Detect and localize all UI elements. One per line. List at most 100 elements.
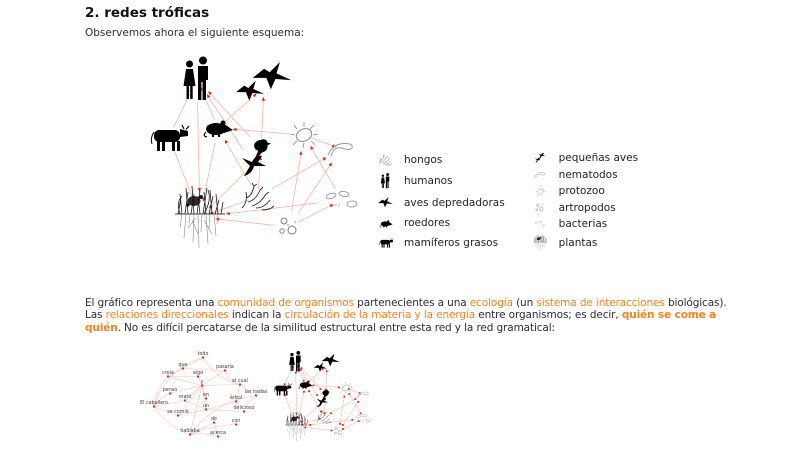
node-dot <box>343 395 346 398</box>
plantas-silhouette <box>174 185 226 249</box>
body-paragraph: El gráfico representa una comunidad de o… <box>85 297 745 335</box>
word-relation-line <box>189 424 237 435</box>
relation-line <box>197 102 200 190</box>
arrowhead <box>225 211 230 216</box>
word-label: de <box>211 416 217 422</box>
word-label: hablaba <box>180 428 199 434</box>
aves-depredadoras-silhouette <box>236 62 291 100</box>
humans-icon <box>376 173 395 189</box>
word-relation-line <box>243 395 257 412</box>
relation-line <box>291 153 302 212</box>
word-node-dot <box>205 408 207 411</box>
node-dot <box>324 398 327 400</box>
node-dot <box>324 388 327 391</box>
word-relation-line <box>201 370 226 386</box>
legend-label: hongos <box>404 153 443 166</box>
word-label: que <box>178 363 187 368</box>
relation-line <box>210 173 245 207</box>
arrowhead <box>206 94 211 99</box>
node-dot <box>303 390 305 393</box>
word-relation-line <box>201 385 207 410</box>
word-node-dot <box>205 397 207 400</box>
arrowhead <box>252 93 257 98</box>
relation-line <box>305 427 332 431</box>
word-relation-line <box>153 376 169 407</box>
legend-item-nematodos: nematodos <box>531 167 638 184</box>
section-title: 2. redes tróficas <box>85 5 210 21</box>
relation-line <box>207 95 244 151</box>
relation-line <box>203 143 216 200</box>
humanos-silhouette <box>183 56 208 100</box>
legend-label: bacterias <box>558 218 608 231</box>
relation-line <box>228 202 318 215</box>
highlighted-term: circulación de la materia y la energía <box>284 309 476 322</box>
relation-line <box>325 371 327 390</box>
highlighted-term: sistema de interacciones <box>536 296 665 309</box>
relation-line <box>225 94 256 122</box>
word-label: delicioso <box>233 405 254 411</box>
relation-line <box>217 218 274 226</box>
node-dot <box>339 422 341 425</box>
arrowhead <box>329 204 334 208</box>
word-label: y <box>201 380 204 385</box>
relation-line <box>313 385 339 388</box>
word-node-dot <box>201 384 203 387</box>
legend-label: nematodos <box>558 168 618 181</box>
word-node-dot <box>189 433 191 436</box>
word-relation-line <box>153 393 171 407</box>
word-relation-line <box>189 395 257 435</box>
legend-label: artropodos <box>558 201 616 214</box>
legend-item-roedores: roedores <box>376 214 505 234</box>
arrowhead <box>299 150 303 155</box>
paragraph-text: partenecientes a una <box>353 296 470 309</box>
word-label: con <box>232 419 241 424</box>
paragraph-text: entre organismos; es decir, <box>475 309 622 322</box>
word-label: pasaría <box>216 363 234 370</box>
legend-column-left: hongos humanos aves depredadoras roedore… <box>376 150 505 253</box>
paragraph-text: (un <box>512 296 537 309</box>
raptor-icon <box>376 197 395 210</box>
legend-item-plantas: plantas <box>531 233 638 253</box>
word-node-dot <box>177 414 179 417</box>
highlighted-term: relaciones direccionales <box>105 309 229 322</box>
node-dot <box>354 398 357 400</box>
word-label: pensó <box>163 386 178 393</box>
arrowhead <box>232 127 237 132</box>
highlighted-term: quién se come a quién <box>85 309 717 334</box>
relation-line <box>300 369 318 396</box>
relation-line <box>349 393 361 414</box>
word-label: todo <box>198 351 209 357</box>
plants-icon <box>531 234 550 252</box>
word-node-dot <box>213 421 215 424</box>
word-node-dot <box>153 405 155 408</box>
arrowhead <box>208 91 212 96</box>
word-node-dot <box>202 356 204 359</box>
small-birds-icon <box>531 152 550 165</box>
highlighted-term: comunidad de organismos <box>217 296 354 309</box>
word-label: se comió <box>167 408 189 415</box>
word-label: algo <box>193 370 203 376</box>
node-dot <box>348 393 351 395</box>
bacteria-icon <box>531 220 550 228</box>
word-relation-line <box>153 406 191 435</box>
node-dot <box>302 379 305 382</box>
word-label: en <box>203 393 209 398</box>
word-node-dot <box>217 435 219 438</box>
aves-depredadoras-silhouette <box>314 354 340 372</box>
legend-label: humanos <box>404 175 453 187</box>
plantas-silhouette <box>284 411 309 442</box>
relation-line <box>298 391 305 419</box>
relation-line <box>235 128 290 135</box>
artropodos-silhouette <box>334 426 343 435</box>
word-label: creía <box>162 369 174 376</box>
word-relation-line <box>205 409 245 412</box>
arrowhead <box>224 139 229 144</box>
legend-item-protozoo: protozoo <box>531 183 638 200</box>
node-dot <box>329 412 332 415</box>
word-relation-line <box>177 409 207 416</box>
node-dot <box>320 410 322 413</box>
intro-text: Observemos ahora el siguiente esquema: <box>85 27 305 39</box>
node-dot <box>294 371 297 374</box>
word-relation-line <box>169 385 203 394</box>
